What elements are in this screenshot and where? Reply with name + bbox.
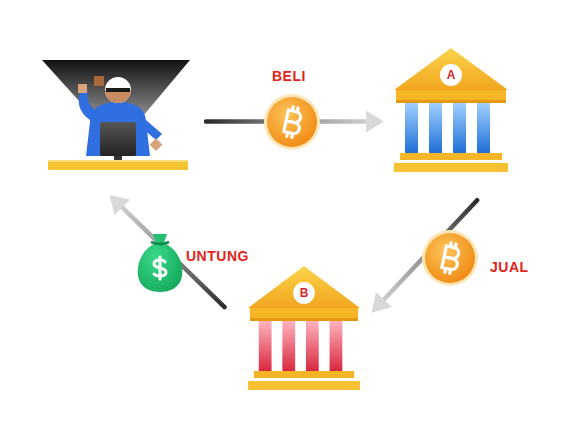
edge-label: JUAL (490, 259, 529, 275)
bitcoin-coin (422, 230, 478, 286)
money-bag (138, 234, 183, 292)
flow-arrow (372, 200, 478, 312)
bank-outline (392, 46, 510, 174)
bank-letter: B (300, 284, 309, 302)
bank-letter: A (447, 66, 456, 84)
arrow-head (372, 292, 392, 313)
bitcoin-coin (264, 94, 320, 150)
bank-building: A (392, 46, 510, 174)
trader-figure (38, 52, 194, 174)
arrow-head (366, 111, 384, 133)
trader-illustration (38, 52, 194, 174)
bank-building: B (246, 264, 362, 392)
edge-label: UNTUNG (186, 248, 249, 264)
bank-outline (246, 264, 362, 392)
arrow-head (109, 195, 130, 215)
edge-label: BELI (272, 68, 306, 84)
